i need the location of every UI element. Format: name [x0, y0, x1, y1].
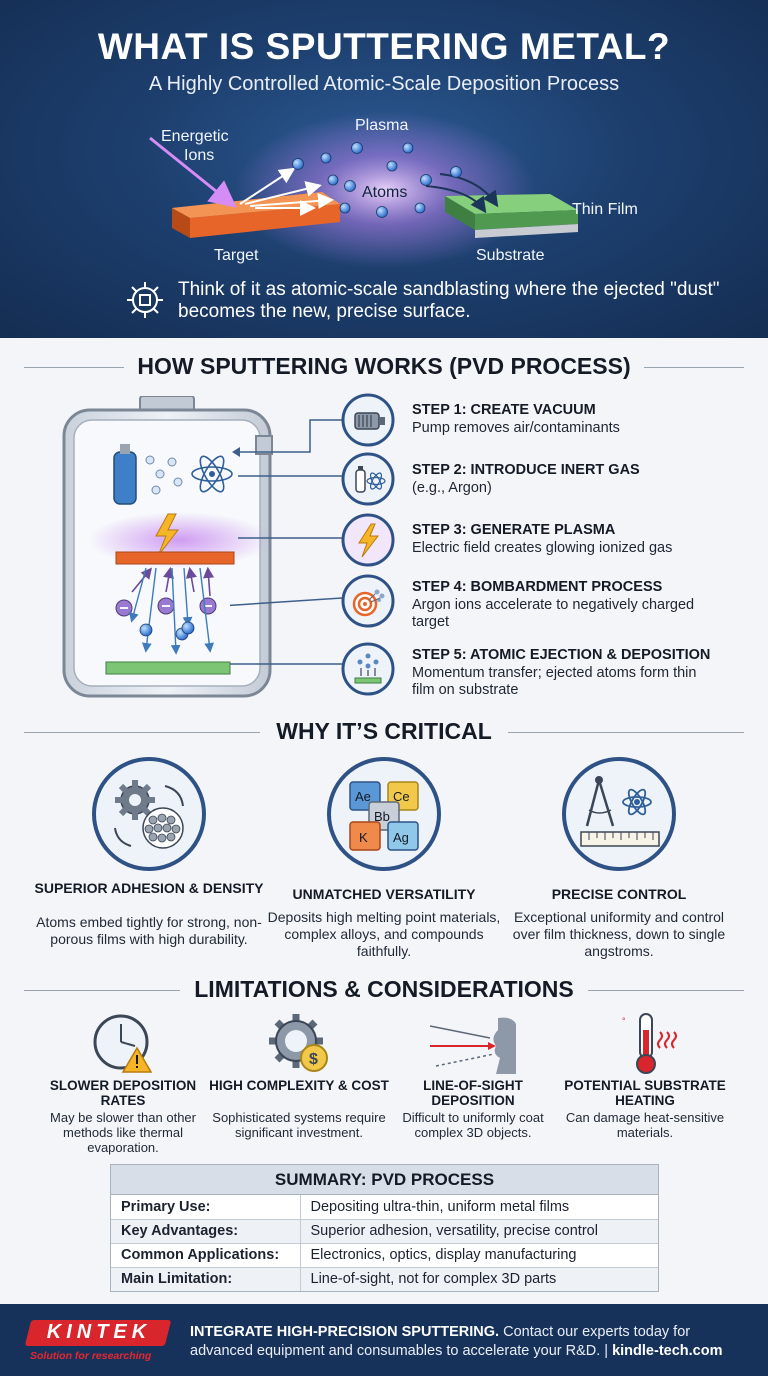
element-tile-ag: Ag	[393, 830, 409, 845]
element-tile-bb: Bb	[374, 809, 390, 824]
limitations-heading: LIMITATIONS & CONSIDERATIONS	[194, 976, 574, 1002]
kintek-logo-text[interactable]: KINTEK	[46, 1321, 152, 1343]
step-3-desc: Electric field creates glowing ionized g…	[412, 540, 673, 556]
critical-1-title: SUPERIOR ADHESION & DENSITY	[34, 880, 264, 896]
plasma-glow	[235, 112, 535, 268]
analogy-text: Think of it as atomic-scale sandblasting…	[178, 279, 720, 322]
periodic-table-icon: Ae Ce Bb K Ag	[327, 757, 441, 871]
summary-key: Main Limitation:	[111, 1267, 301, 1291]
summary-key: Common Applications:	[111, 1243, 301, 1268]
table-row: Primary Use: Depositing ultra-thin, unif…	[111, 1195, 658, 1220]
limitations-section-header: LIMITATIONS & CONSIDERATIONS	[0, 976, 768, 1006]
summary-value: Electronics, optics, display manufacturi…	[300, 1243, 658, 1268]
energetic-ions-label-2: Ions	[184, 147, 215, 164]
kintek-tagline: Solution for researching	[30, 1350, 152, 1362]
gas-cylinder-icon	[341, 452, 395, 506]
step-5-title: STEP 5: ATOMIC EJECTION & DEPOSITION	[412, 647, 711, 663]
deposition-icon	[341, 642, 395, 696]
limitation-2-desc: Sophisticated systems require significan…	[212, 1110, 386, 1140]
hero-banner: WHAT IS SPUTTERING METAL? A Highly Contr…	[0, 0, 768, 338]
target-icon	[341, 574, 395, 628]
limitation-1-title: SLOWER DEPOSITION RATES	[49, 1078, 197, 1108]
gear-dollar-icon: $	[269, 1014, 328, 1072]
table-row: Common Applications: Electronics, optics…	[111, 1243, 658, 1268]
table-row: Key Advantages: Superior adhesion, versa…	[111, 1219, 658, 1244]
summary-key: Key Advantages:	[111, 1219, 301, 1244]
page-title: WHAT IS SPUTTERING METAL?	[97, 26, 671, 67]
vacuum-chamber-diagram	[62, 396, 273, 698]
plasma-label: Plasma	[355, 117, 409, 134]
target-label: Target	[214, 247, 259, 264]
footer-cta-bold: INTEGRATE HIGH-PRECISION SPUTTERING.	[190, 1324, 500, 1340]
table-row: Main Limitation: Line-of-sight, not for …	[111, 1267, 658, 1291]
step-connectors	[230, 419, 343, 665]
deposition-arrows	[425, 173, 499, 214]
critical-heading: WHY IT’S CRITICAL	[276, 718, 492, 744]
thin-film-label: Thin Film	[572, 201, 638, 218]
compass-ruler-icon	[562, 757, 676, 871]
how-heading: HOW SPUTTERING WORKS (PVD PROCESS)	[137, 353, 631, 379]
summary-heading: SUMMARY: PVD PROCESS	[111, 1165, 658, 1195]
step-4-title: STEP 4: BOMBARDMENT PROCESS	[412, 579, 663, 595]
element-tile-ce: Ce	[393, 789, 410, 804]
limitation-2-title: HIGH COMPLEXITY & COST	[209, 1078, 389, 1093]
ion-arrow	[149, 136, 237, 208]
thermometer-icon: °	[622, 1013, 677, 1074]
critical-2-title: UNMATCHED VERSATILITY	[292, 886, 476, 902]
step-5-desc: Momentum transfer; ejected atoms form th…	[412, 665, 697, 698]
summary-value: Depositing ultra-thin, uniform metal fil…	[300, 1195, 658, 1220]
atoms-label: Atoms	[362, 184, 408, 201]
summary-key: Primary Use:	[111, 1195, 301, 1220]
step-1-title: STEP 1: CREATE VACUUM	[412, 402, 596, 418]
step-1-desc: Pump removes air/contaminants	[412, 420, 620, 436]
how-section-header: HOW SPUTTERING WORKS (PVD PROCESS)	[0, 353, 768, 383]
critical-3-desc: Exceptional uniformity and control over …	[512, 909, 726, 959]
clock-warning-icon	[93, 1014, 153, 1073]
gears-lattice-icon	[92, 757, 206, 871]
lightning-icon	[341, 513, 395, 567]
step-2-desc: (e.g., Argon)	[412, 480, 492, 496]
limitation-4-title: POTENTIAL SUBSTRATE HEATING	[564, 1078, 726, 1108]
step-4-desc: Argon ions accelerate to negatively char…	[412, 597, 695, 630]
svg-text:$: $	[309, 1051, 318, 1068]
ejection-arrows	[239, 167, 334, 216]
limitation-1-desc: May be slower than other methods like th…	[50, 1110, 196, 1155]
critical-3-title: PRECISE CONTROL	[551, 886, 687, 902]
line-of-sight-icon	[429, 1017, 516, 1074]
footer-cta: INTEGRATE HIGH-PRECISION SPUTTERING. Con…	[190, 1323, 750, 1361]
element-tile-ae: Ae	[355, 789, 371, 804]
substrate-label: Substrate	[476, 247, 545, 264]
limitation-4-desc: Can damage heat-sensitive materials.	[565, 1110, 725, 1140]
limitation-3-desc: Difficult to uniformly coat complex 3D o…	[402, 1110, 544, 1140]
summary-value: Superior adhesion, versatility, precise …	[300, 1219, 658, 1244]
element-tile-k: K	[359, 830, 368, 845]
step-2-title: STEP 2: INTRODUCE INERT GAS	[412, 462, 640, 478]
summary-rows: Primary Use: Depositing ultra-thin, unif…	[111, 1195, 658, 1291]
summary-value: Line-of-sight, not for complex 3D parts	[300, 1267, 658, 1291]
vacuum-pump-icon	[341, 393, 395, 447]
atom-particles	[292, 142, 462, 218]
critical-2-desc: Deposits high melting point materials, c…	[267, 909, 501, 959]
gear-chip-icon	[127, 282, 163, 318]
footer-cta-text: Contact our experts today for advanced e…	[190, 1324, 691, 1359]
footer: KINTEK Solution for researching INTEGRAT…	[0, 1304, 768, 1376]
page-subtitle: A Highly Controlled Atomic-Scale Deposit…	[148, 73, 620, 95]
critical-section-header: WHY IT’S CRITICAL	[0, 718, 768, 748]
limitation-3-title: LINE-OF-SIGHT DEPOSITION	[423, 1078, 523, 1108]
summary-table: SUMMARY: PVD PROCESS Primary Use: Deposi…	[110, 1164, 659, 1292]
svg-text:°: °	[622, 1016, 626, 1026]
energetic-ions-label: Energetic	[161, 128, 229, 145]
step-3-title: STEP 3: GENERATE PLASMA	[412, 522, 616, 538]
footer-site-link[interactable]: kindle-tech.com	[612, 1343, 723, 1359]
critical-1-desc: Atoms embed tightly for strong, non-poro…	[36, 914, 262, 947]
sputtering-diagram	[149, 112, 578, 268]
